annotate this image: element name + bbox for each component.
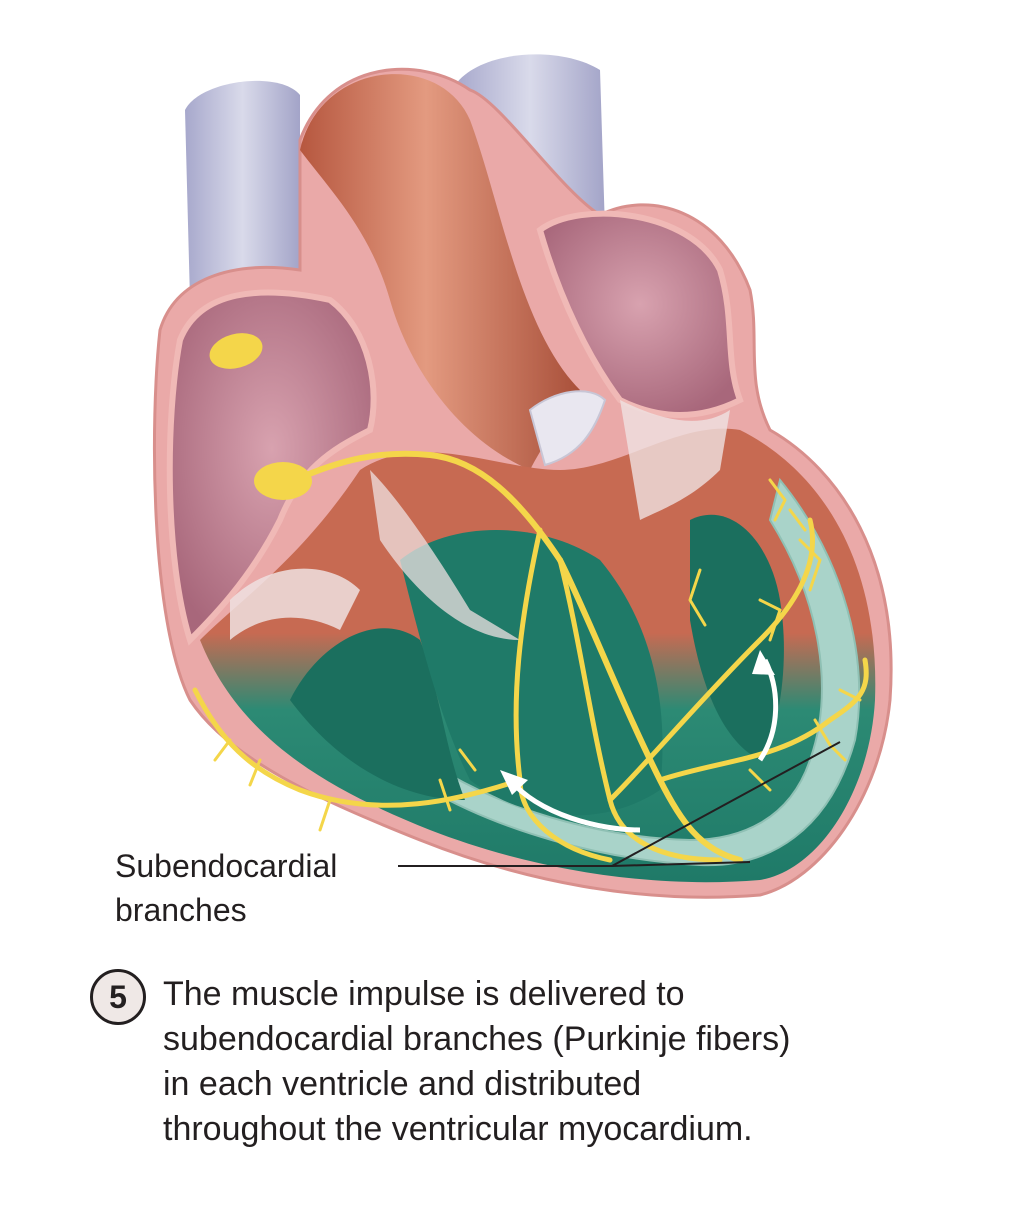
subendocardial-branches-label: Subendocardial branches <box>115 844 337 932</box>
aortic-valve <box>528 390 607 467</box>
right-ventricle-chamber <box>290 628 465 800</box>
septum-valve <box>370 470 520 640</box>
impulse-arrow-left-head <box>500 770 528 795</box>
step-line-2: subendocardial branches (Purkinje fibers… <box>163 1020 791 1058</box>
heart-illustration <box>152 54 893 899</box>
impulse-arrow-left <box>508 778 641 833</box>
step-number-badge: 5 <box>90 969 146 1025</box>
mitral-valve <box>620 400 730 520</box>
leader-line-right <box>611 861 751 867</box>
label-line-1: Subendocardial <box>115 848 338 884</box>
step-line-4: throughout the ventricular myocardium. <box>163 1110 753 1148</box>
label-line-2: branches <box>115 892 247 928</box>
leader-line-up <box>611 741 841 867</box>
conduction-system <box>192 450 869 863</box>
tricuspid-valve <box>230 568 360 640</box>
step-line-1: The muscle impulse is delivered to <box>163 975 685 1013</box>
step-description: The muscle impulse is delivered to suben… <box>163 972 983 1152</box>
av-node <box>254 462 312 500</box>
impulse-arrow-right-head <box>752 650 775 675</box>
superior-vena-cava <box>185 80 300 300</box>
left-atrium <box>536 210 744 418</box>
papillary-chamber <box>690 514 784 760</box>
step-line-3: in each ventricle and distributed <box>163 1065 642 1103</box>
sa-node <box>209 333 263 369</box>
aorta <box>300 74 580 470</box>
myocardium <box>428 477 861 867</box>
